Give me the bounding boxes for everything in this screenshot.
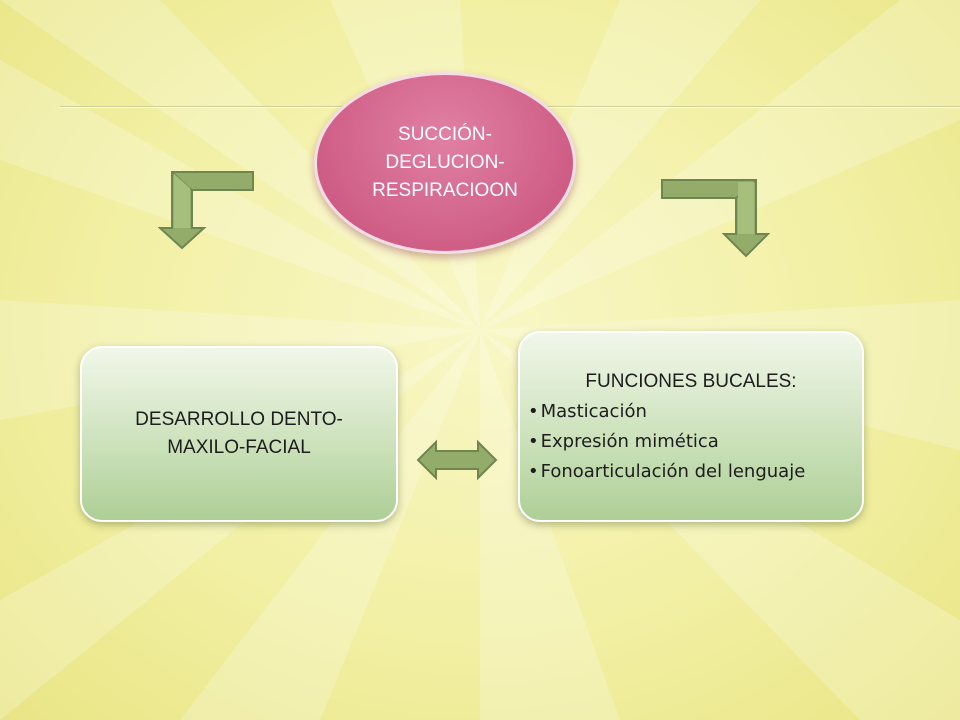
bent-arrow-down-right [661, 179, 770, 258]
bent-arrow-down-left [158, 171, 254, 250]
list-item: Fonoarticulación del lenguaje [528, 457, 862, 487]
left-box-line-2: MAXILO-FACIAL [167, 437, 311, 458]
center-line-1: SUCCIÓN- [398, 124, 492, 145]
center-line-3: RESPIRACIOON [372, 180, 518, 201]
center-concept-ellipse: SUCCIÓN- DEGLUCION- RESPIRACIOON [314, 72, 576, 254]
right-box-title: FUNCIONES BUCALES: [585, 370, 797, 392]
right-concept-box: FUNCIONES BUCALES: Masticación Expresión… [518, 331, 864, 522]
left-box-line-1: DESARROLLO DENTO- [135, 409, 343, 430]
left-concept-box: DESARROLLO DENTO- MAXILO-FACIAL [80, 346, 398, 522]
double-arrow [416, 439, 498, 481]
list-item: Masticación [528, 397, 862, 427]
right-box-list: Masticación Expresión mimética Fonoartic… [520, 397, 862, 487]
center-line-2: DEGLUCION- [385, 152, 505, 173]
list-item: Expresión mimética [528, 427, 862, 457]
